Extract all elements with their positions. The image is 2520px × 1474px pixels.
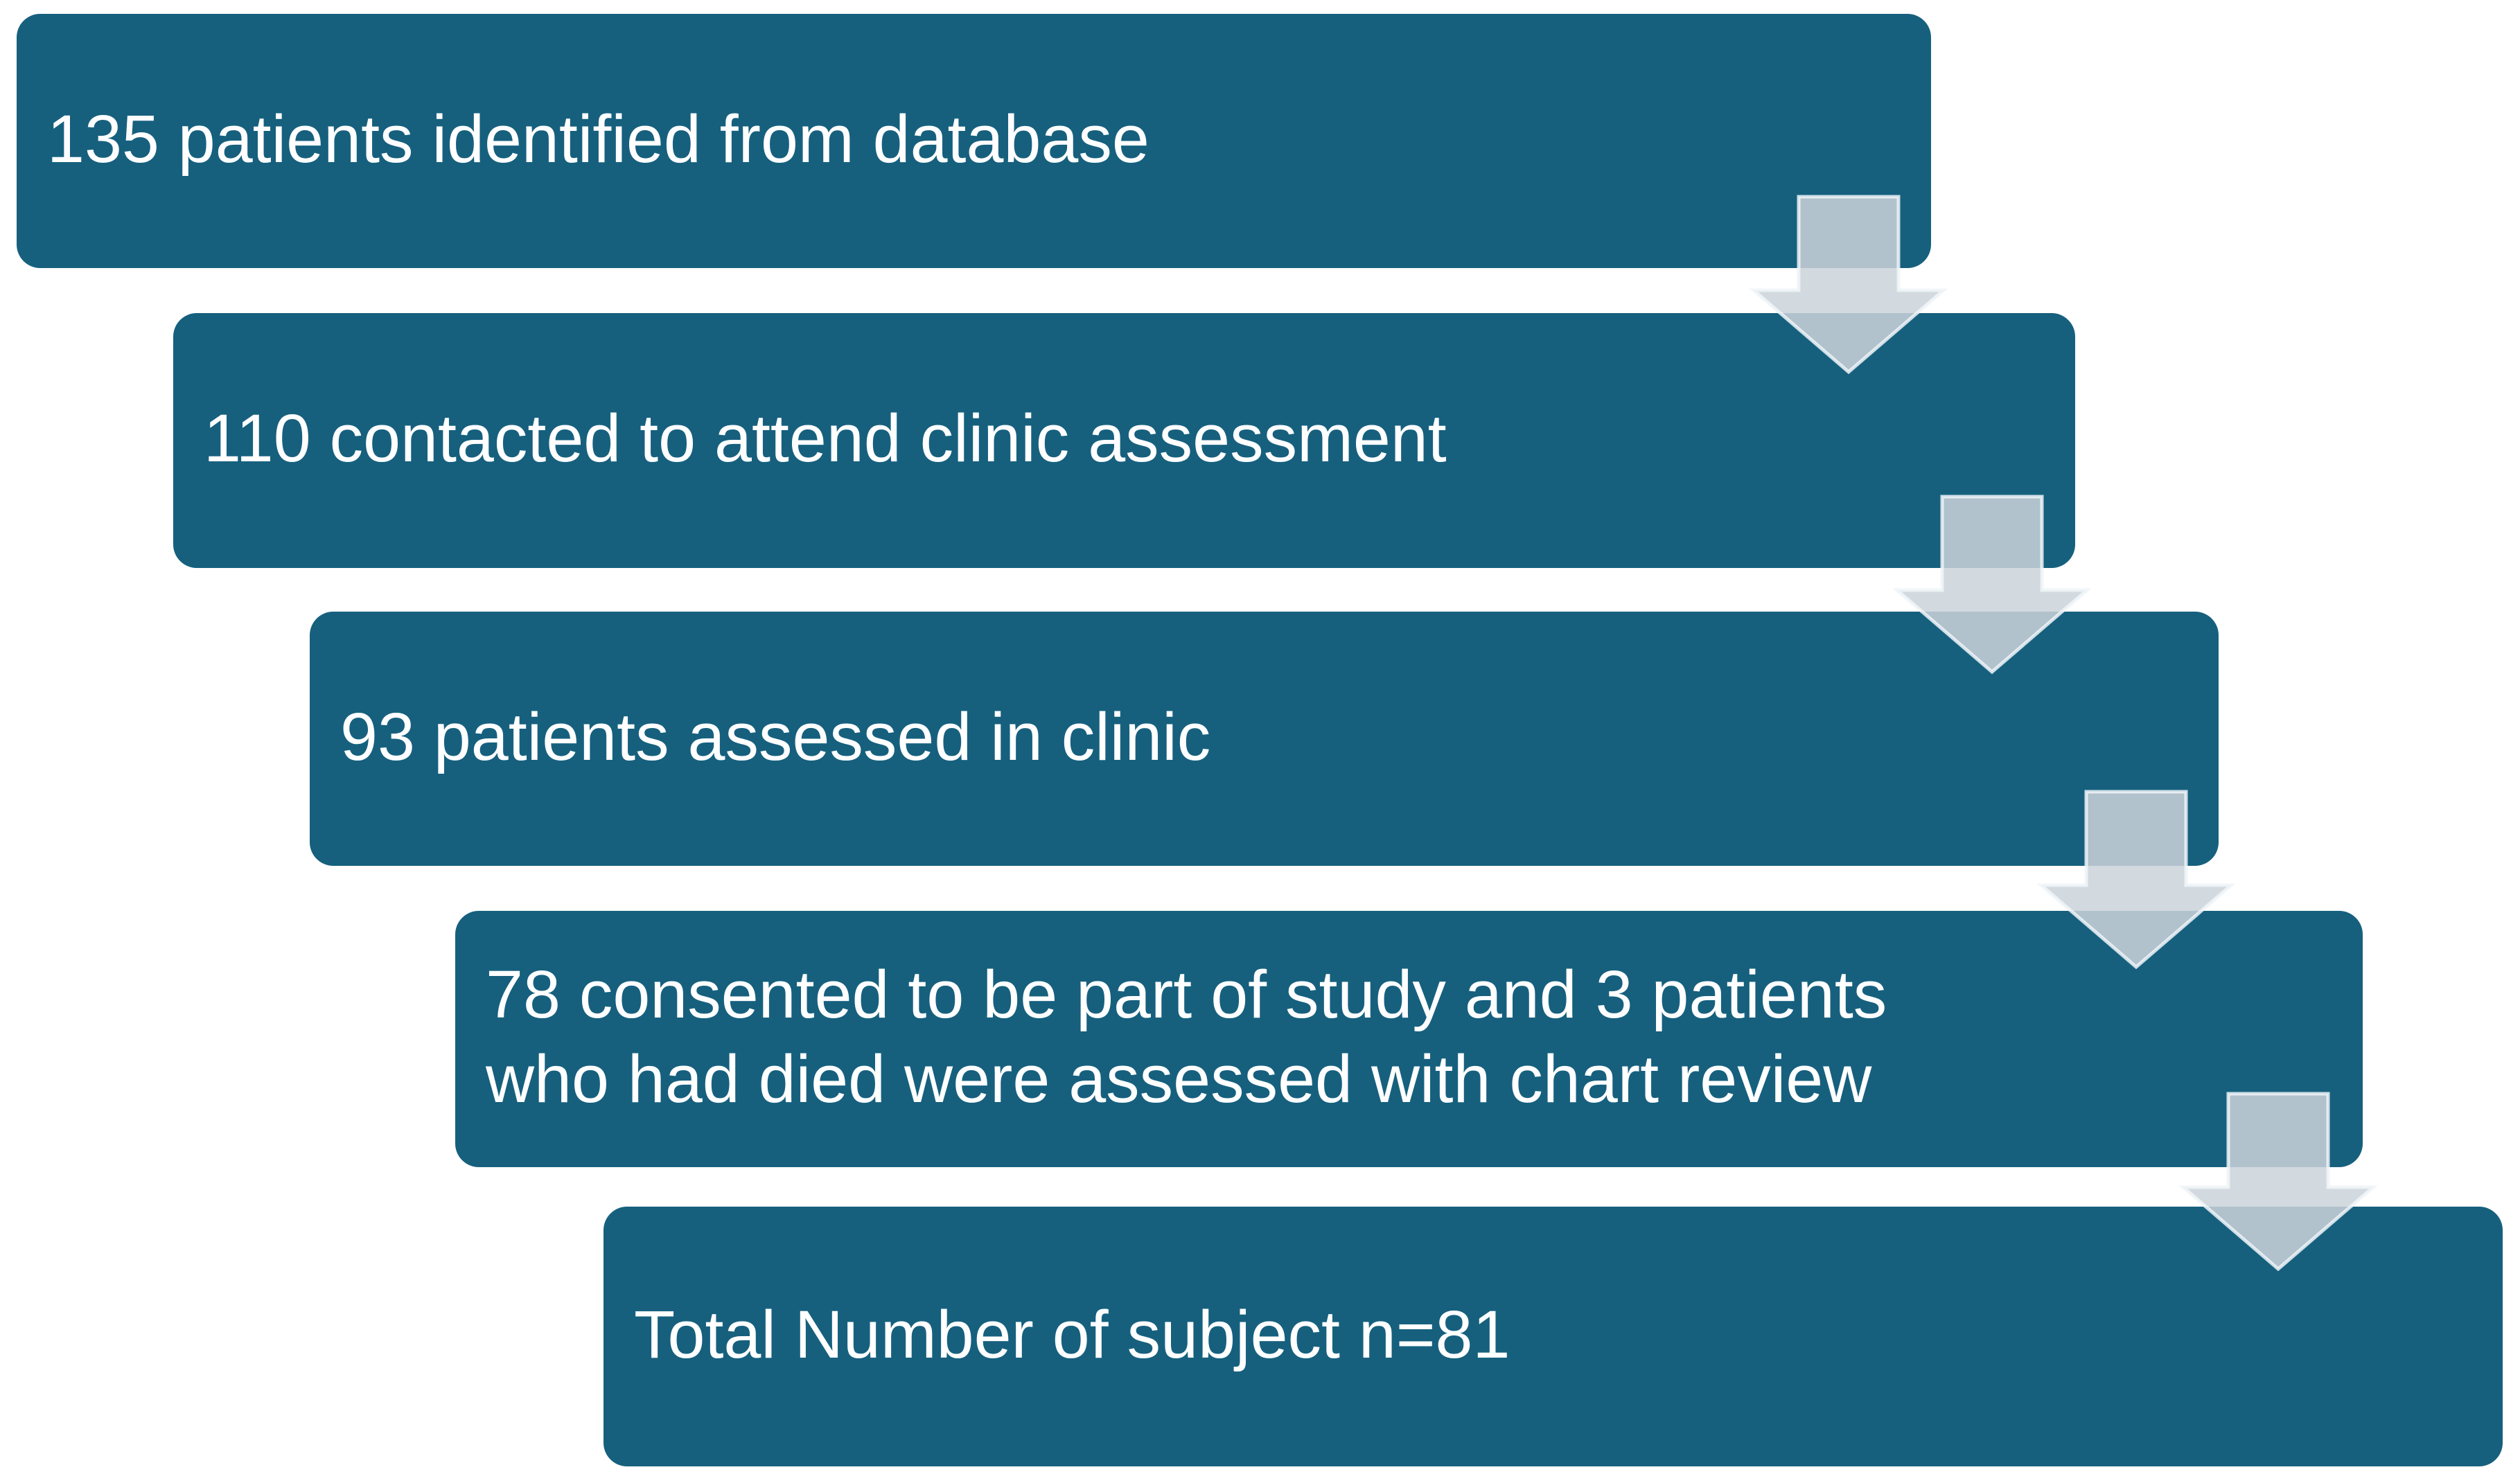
flow-step-4-label-line-1: 78 consented to be part of study and 3 p… (486, 957, 1887, 1032)
flow-step-3-box: 93 patients assessed in clinic (310, 612, 2219, 866)
flow-step-2-label: 110 contacted to attend clinic assessmen… (204, 400, 1447, 476)
flow-step-3-label: 93 patients assessed in clinic (340, 698, 1211, 774)
down-arrow-icon-2 (1892, 495, 2092, 675)
down-arrow-icon-1 (1749, 195, 1948, 375)
flow-step-5-box: Total Number of subject n=81 (603, 1207, 2503, 1466)
flow-step-4-box: 78 consented to be part of study and 3 p… (455, 911, 2363, 1167)
down-arrow-icon-3 (2036, 790, 2236, 970)
flow-step-5-label: Total Number of subject n=81 (634, 1296, 1510, 1372)
flow-step-4-label-line-2: who had died were assessed with chart re… (486, 1041, 1872, 1117)
flow-step-1-box: 135 patients identified from database (17, 14, 1931, 268)
down-arrow-icon-4 (2178, 1092, 2378, 1272)
flow-step-1-label: 135 patients identified from database (47, 100, 1149, 177)
flow-step-2-box: 110 contacted to attend clinic assessmen… (173, 313, 2075, 568)
